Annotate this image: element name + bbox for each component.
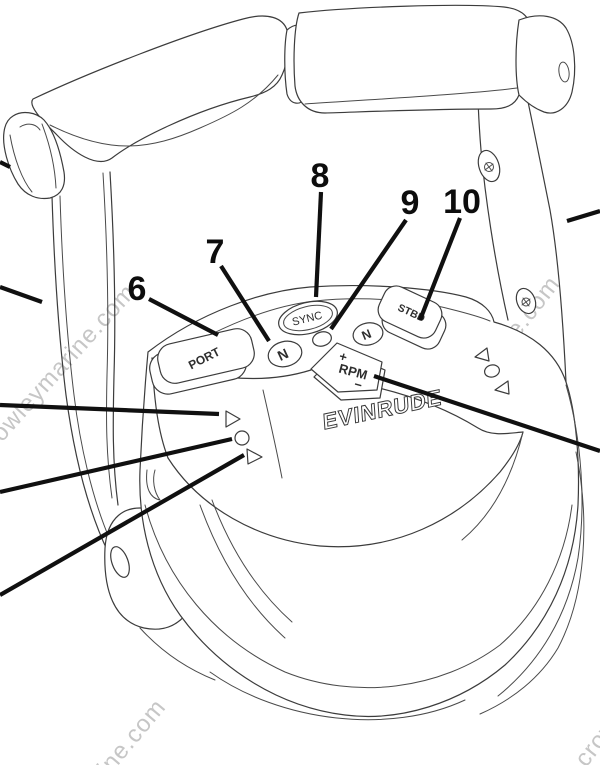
callout-9-line — [329, 218, 408, 331]
trim-indicator-left-group — [225, 410, 263, 465]
left-lever-arm — [51, 171, 119, 553]
left-arm-leader-line — [0, 285, 43, 304]
trim-down-leader-line — [0, 453, 246, 597]
callout-7: 7 — [206, 233, 225, 271]
trim-up-indicator-icon — [225, 410, 241, 428]
trim-down-indicator-icon — [246, 448, 263, 465]
callout-8-line — [313, 191, 324, 298]
callout-10: 10 — [443, 183, 481, 221]
port-button: PORT — [149, 328, 255, 395]
binnacle-body — [139, 285, 580, 718]
trim-up-indicator-icon — [474, 347, 490, 362]
callout-numbers: 6 7 8 9 10 — [128, 157, 481, 308]
callout-6-line — [148, 297, 219, 337]
sync-button: SYNC — [278, 300, 338, 336]
trim-neutral-indicator-icon — [483, 364, 501, 378]
indicator-light — [312, 331, 332, 347]
watermark-text: crowleymarine.com — [0, 279, 141, 463]
rpm-leader-line — [373, 374, 600, 453]
trim-switch-leader-stub — [0, 160, 11, 169]
trim-indicator-right-group — [474, 347, 510, 395]
neutral-left-button: N — [267, 340, 303, 368]
callout-6: 6 — [128, 270, 147, 308]
trim-neutral-leader-line — [0, 436, 233, 495]
screw — [477, 149, 501, 183]
trim-switch — [3, 111, 66, 200]
rpm-minus-label: − — [353, 376, 365, 393]
callout-8: 8 — [311, 157, 330, 195]
rpm-button: + RPM − — [310, 342, 386, 401]
trim-up-leader-line — [0, 402, 220, 417]
callout-10-line — [418, 217, 462, 321]
callout-7-line — [219, 264, 271, 343]
screw — [515, 287, 537, 315]
rpm-plus-label: + — [338, 348, 350, 365]
trim-down-indicator-icon — [494, 380, 510, 395]
rpm-button-label: RPM — [337, 361, 369, 383]
left-control-lever — [3, 15, 312, 200]
lever-knuckle — [515, 15, 576, 114]
right-control-lever — [293, 4, 576, 114]
callout-lines — [0, 160, 600, 597]
right-edge-leader-line — [566, 208, 600, 224]
watermark-text: crowleymarine.com — [7, 694, 171, 765]
stbd-button: STBD — [377, 285, 447, 350]
trim-neutral-indicator-icon — [234, 430, 250, 446]
callout-9: 9 — [401, 184, 420, 222]
neutral-right-button: N — [352, 322, 384, 346]
